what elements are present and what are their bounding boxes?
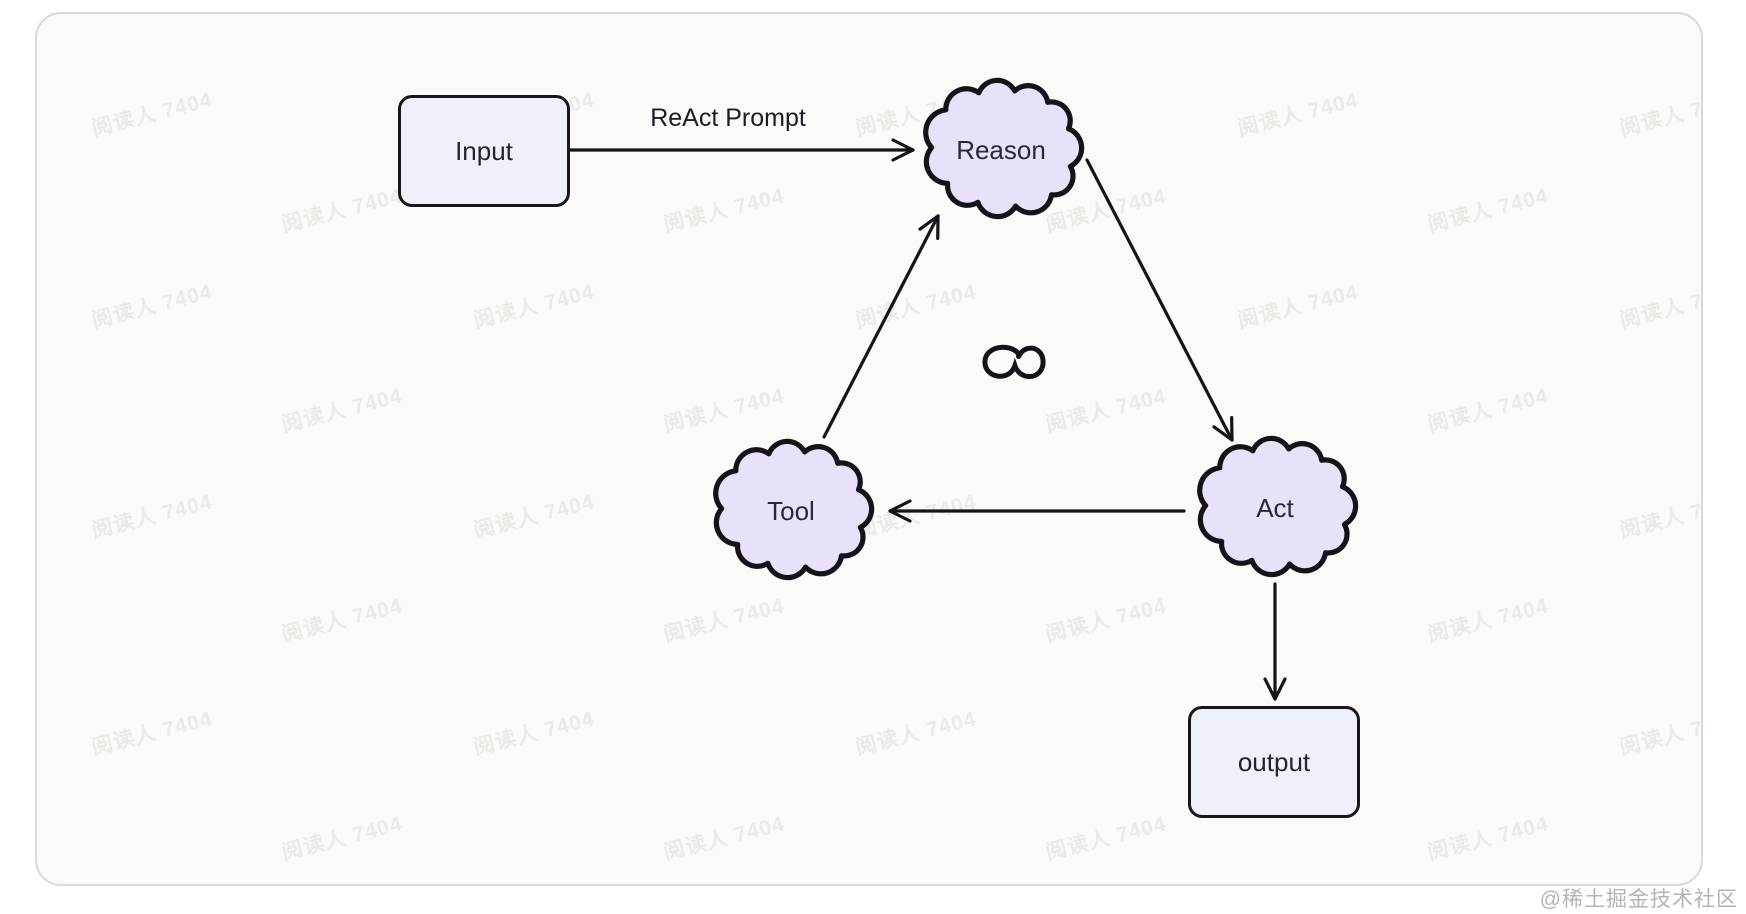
node-act-label: Act: [1256, 493, 1294, 523]
infinity-loop-icon: [982, 344, 1046, 379]
edge-label-react-prompt: ReAct Prompt: [650, 104, 806, 132]
credit-watermark: @稀土掘金技术社区: [1539, 888, 1738, 911]
node-output-label: output: [1237, 746, 1311, 777]
arrow-reason-to-act: [1085, 158, 1234, 442]
node-output: output: [1188, 706, 1360, 818]
node-reason-label: Reason: [956, 135, 1046, 165]
arrow-tool-to-reason: [822, 214, 940, 439]
node-input: Input: [398, 95, 570, 207]
node-reason: Reason: [908, 72, 1094, 225]
node-tool-label: Tool: [767, 496, 815, 526]
node-act: Act: [1182, 430, 1368, 583]
node-input-label: Input: [455, 135, 513, 166]
node-tool: Tool: [698, 433, 884, 586]
